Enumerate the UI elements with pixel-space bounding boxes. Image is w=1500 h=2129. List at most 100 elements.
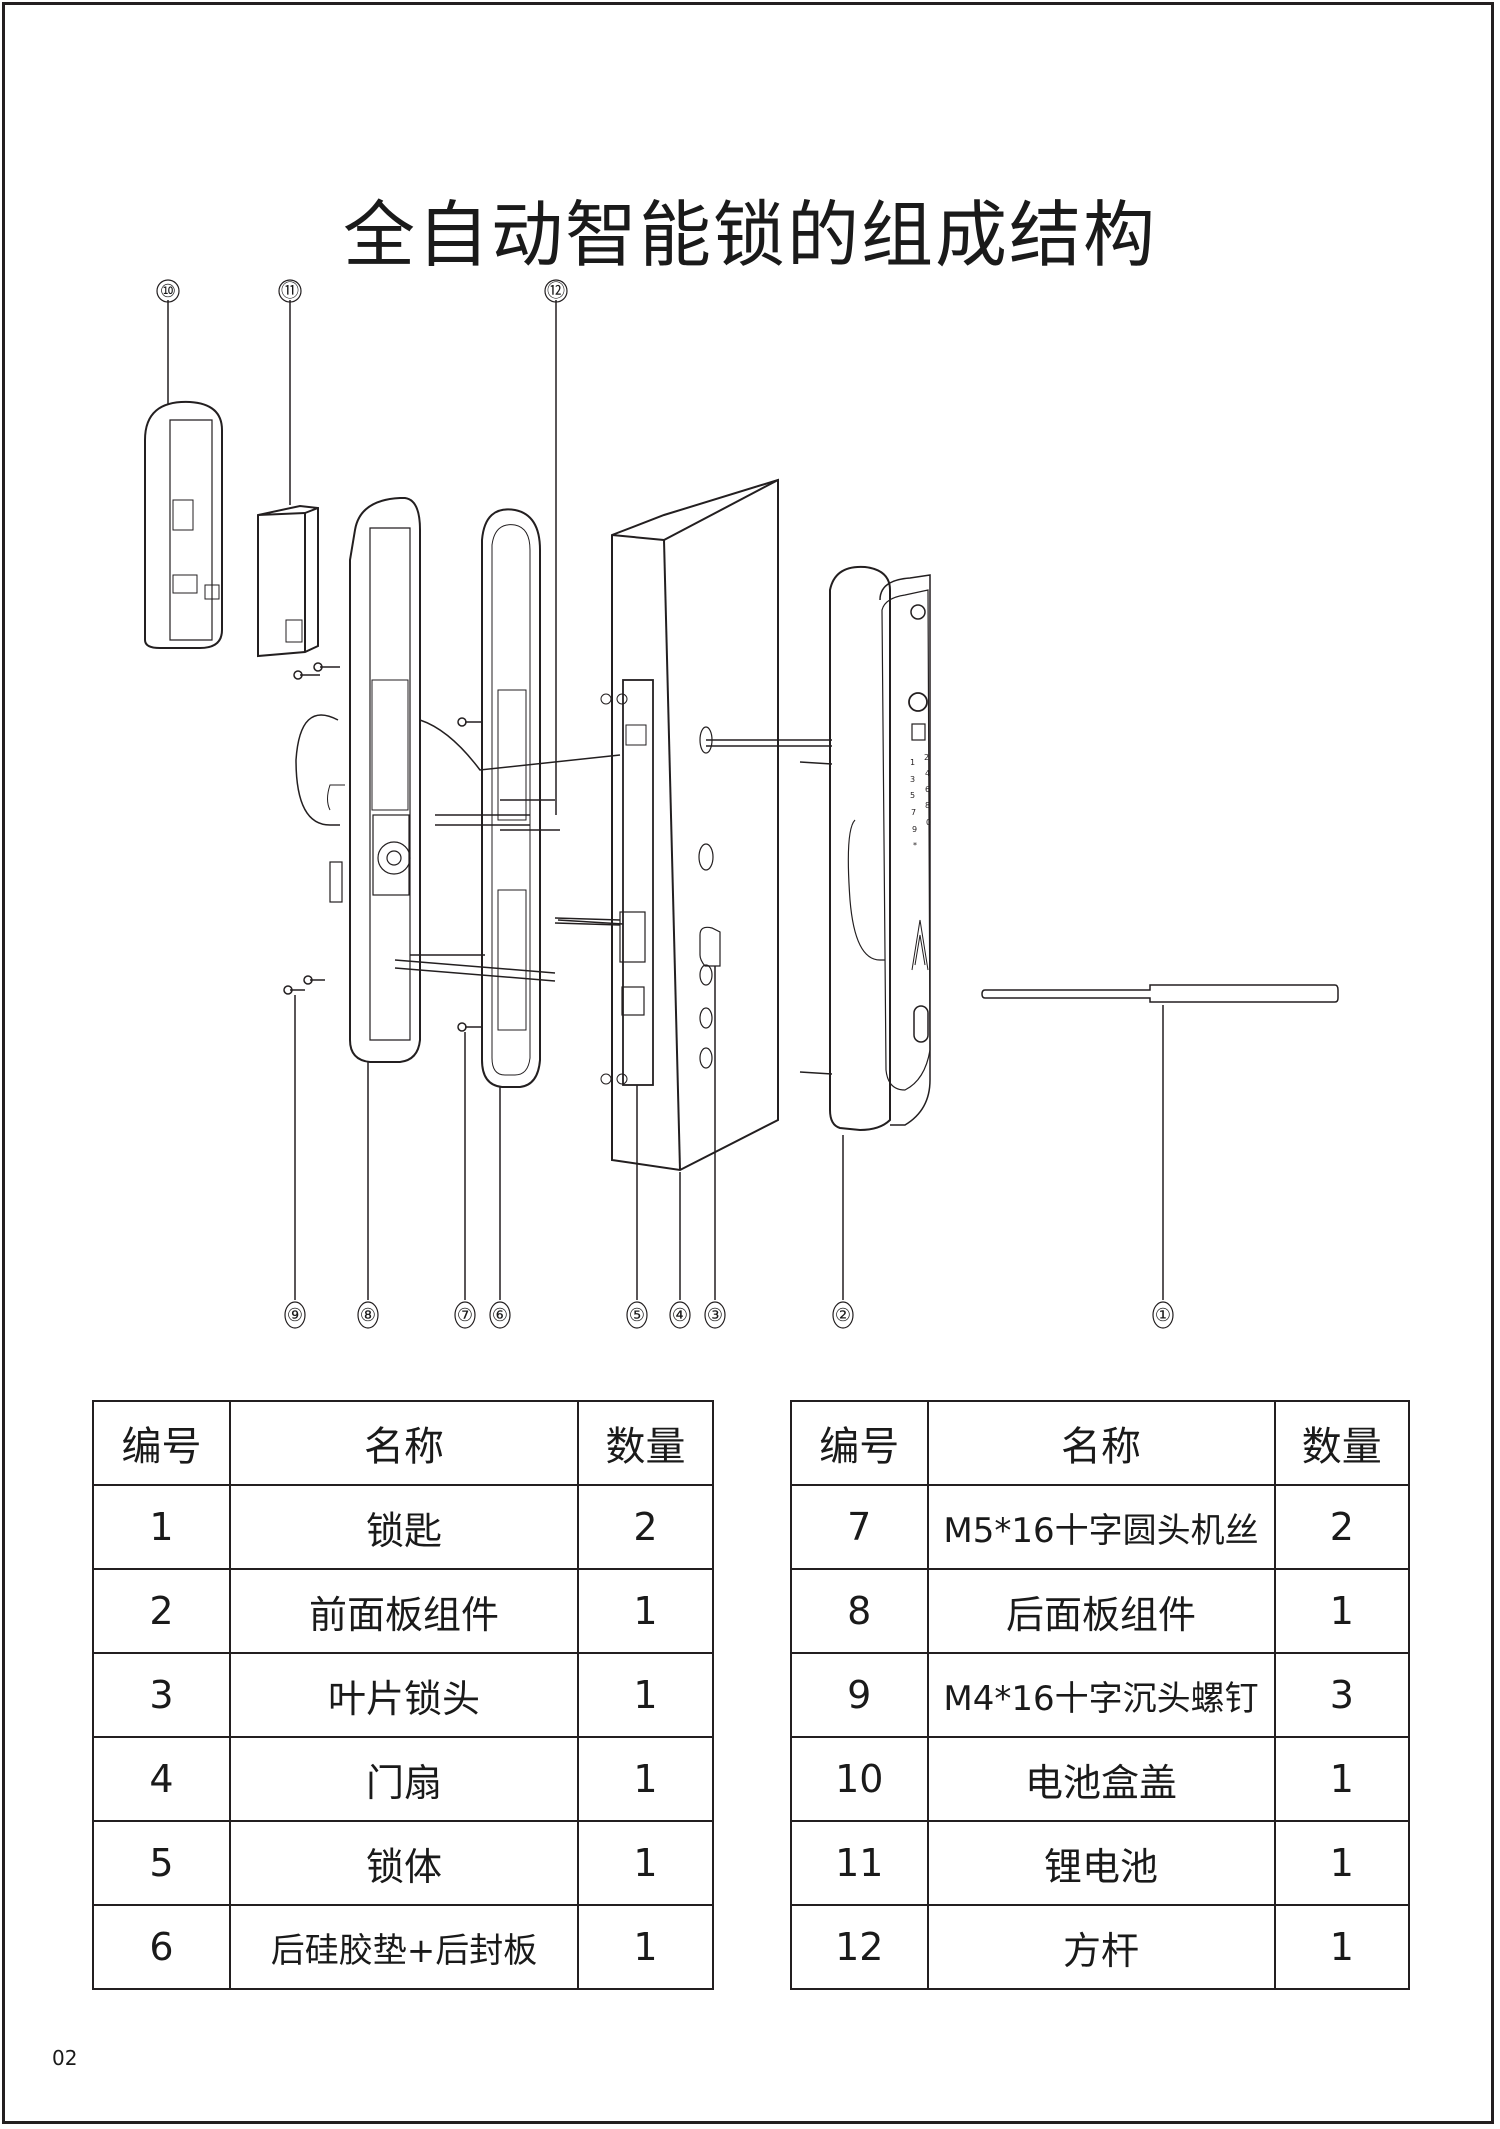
rear-panel-part bbox=[295, 497, 421, 1063]
parts-table-right: 编号 名称 数量 7 M5*16十字圆头机丝 2 8 后面板组件 1 9 M4*… bbox=[790, 1400, 1411, 1990]
table-row: 4 门扇 1 bbox=[92, 1736, 715, 1822]
keypad-digits: 1 2 3 4 5 6 7 8 9 0 * bbox=[910, 753, 931, 850]
part-quantity: 1 bbox=[1273, 1736, 1411, 1822]
svg-text:⑥: ⑥ bbox=[492, 1305, 508, 1326]
part-quantity: 1 bbox=[576, 1736, 715, 1822]
front-panel-part bbox=[829, 565, 931, 1132]
svg-text:3: 3 bbox=[910, 775, 915, 784]
table-row: 5 锁体 1 bbox=[92, 1820, 715, 1906]
part-name: 后面板组件 bbox=[926, 1568, 1276, 1654]
lithium-battery-part bbox=[257, 504, 319, 658]
header-number: 编号 bbox=[92, 1400, 231, 1486]
part-quantity: 2 bbox=[1273, 1484, 1411, 1570]
callout-7: ⑦ bbox=[454, 1301, 476, 1329]
callout-labels: ⑩ ⑪ ⑫ ⑨ ⑧ ⑦ ⑥ ⑤ bbox=[156, 279, 1174, 1329]
screws-lower-left bbox=[283, 975, 325, 995]
part-name: 方杆 bbox=[926, 1904, 1276, 1990]
svg-text:⑨: ⑨ bbox=[287, 1305, 303, 1326]
header-quantity: 数量 bbox=[1273, 1400, 1411, 1486]
part-name: 锁体 bbox=[228, 1820, 579, 1906]
header-quantity: 数量 bbox=[576, 1400, 715, 1486]
svg-text:③: ③ bbox=[707, 1305, 723, 1326]
part-number: 9 bbox=[790, 1652, 929, 1738]
connecting-rods bbox=[394, 719, 621, 982]
key-part bbox=[981, 984, 1339, 1003]
svg-text:⑤: ⑤ bbox=[629, 1305, 645, 1326]
svg-text:0: 0 bbox=[926, 818, 931, 827]
screws-upper-left bbox=[293, 662, 340, 680]
table-row: 1 锁匙 2 bbox=[92, 1484, 715, 1570]
part-number: 4 bbox=[92, 1736, 231, 1822]
svg-text:⑪: ⑪ bbox=[281, 281, 299, 302]
part-name: 前面板组件 bbox=[228, 1568, 579, 1654]
part-quantity: 1 bbox=[1273, 1568, 1411, 1654]
header-number: 编号 bbox=[790, 1400, 929, 1486]
table-header-row: 编号 名称 数量 bbox=[790, 1400, 1411, 1486]
table-row: 9 M4*16十字沉头螺钉 3 bbox=[790, 1652, 1411, 1738]
part-number: 8 bbox=[790, 1568, 929, 1654]
part-number: 10 bbox=[790, 1736, 929, 1822]
svg-text:①: ① bbox=[1155, 1305, 1171, 1326]
callout-3: ③ bbox=[704, 1301, 726, 1329]
part-number: 3 bbox=[92, 1652, 231, 1738]
part-quantity: 3 bbox=[1273, 1652, 1411, 1738]
table-row: 6 后硅胶垫+后封板 1 bbox=[92, 1904, 715, 1990]
table-row: 12 方杆 1 bbox=[790, 1904, 1411, 1990]
mortise-lock-body-part bbox=[557, 679, 654, 1086]
svg-text:⑧: ⑧ bbox=[360, 1305, 376, 1326]
svg-text:⑦: ⑦ bbox=[457, 1305, 473, 1326]
exploded-lock-diagram: 1 2 3 4 5 6 7 8 9 0 * ⑩ ⑪ ⑫ bbox=[144, 279, 1339, 1329]
battery-cover-part bbox=[144, 400, 223, 649]
part-quantity: 1 bbox=[576, 1652, 715, 1738]
rear-seal-plate-part bbox=[481, 508, 560, 1088]
part-number: 2 bbox=[92, 1568, 231, 1654]
part-name: M5*16十字圆头机丝 bbox=[926, 1484, 1276, 1570]
table-row: 10 电池盒盖 1 bbox=[790, 1736, 1411, 1822]
callout-6: ⑥ bbox=[489, 1301, 511, 1329]
table-row: 8 后面板组件 1 bbox=[790, 1568, 1411, 1654]
part-name: 叶片锁头 bbox=[228, 1652, 579, 1738]
part-name: 锁匙 bbox=[228, 1484, 579, 1570]
callout-2: ② bbox=[832, 1301, 854, 1329]
callout-11: ⑪ bbox=[278, 279, 302, 303]
part-number: 6 bbox=[92, 1904, 231, 1990]
part-number: 12 bbox=[790, 1904, 929, 1990]
svg-text:8: 8 bbox=[925, 801, 930, 810]
svg-text:*: * bbox=[913, 841, 917, 850]
part-name: 锂电池 bbox=[926, 1820, 1276, 1906]
svg-text:⑩: ⑩ bbox=[160, 281, 176, 302]
svg-text:9: 9 bbox=[912, 825, 917, 834]
page-number: 02 bbox=[52, 2046, 78, 2070]
door-leaf-part bbox=[611, 478, 779, 1172]
part-quantity: 1 bbox=[1273, 1904, 1411, 1990]
front-mounting-rods bbox=[706, 739, 833, 1075]
callout-12: ⑫ bbox=[544, 279, 568, 303]
part-name: 后硅胶垫+后封板 bbox=[228, 1904, 579, 1990]
svg-text:4: 4 bbox=[925, 769, 930, 778]
svg-text:④: ④ bbox=[672, 1305, 688, 1326]
callout-4: ④ bbox=[669, 1301, 691, 1329]
part-number: 11 bbox=[790, 1820, 929, 1906]
svg-text:7: 7 bbox=[911, 808, 916, 817]
part-quantity: 1 bbox=[1273, 1820, 1411, 1906]
header-name: 名称 bbox=[228, 1400, 579, 1486]
svg-text:②: ② bbox=[835, 1305, 851, 1326]
part-quantity: 1 bbox=[576, 1904, 715, 1990]
callout-1: ① bbox=[1152, 1301, 1174, 1329]
callout-9: ⑨ bbox=[284, 1301, 306, 1329]
table-row: 11 锂电池 1 bbox=[790, 1820, 1411, 1906]
part-name: 电池盒盖 bbox=[926, 1736, 1276, 1822]
part-number: 1 bbox=[92, 1484, 231, 1570]
callout-5: ⑤ bbox=[626, 1301, 648, 1329]
svg-text:6: 6 bbox=[925, 785, 930, 794]
header-name: 名称 bbox=[926, 1400, 1276, 1486]
svg-text:2: 2 bbox=[924, 753, 929, 762]
part-quantity: 1 bbox=[576, 1568, 715, 1654]
table-header-row: 编号 名称 数量 bbox=[92, 1400, 715, 1486]
part-name: M4*16十字沉头螺钉 bbox=[926, 1652, 1276, 1738]
parts-table-left: 编号 名称 数量 1 锁匙 2 2 前面板组件 1 3 叶片锁头 1 4 门扇 … bbox=[92, 1400, 715, 1990]
table-row: 2 前面板组件 1 bbox=[92, 1568, 715, 1654]
part-quantity: 1 bbox=[576, 1820, 715, 1906]
page-title: 全自动智能锁的组成结构 bbox=[342, 193, 1157, 278]
